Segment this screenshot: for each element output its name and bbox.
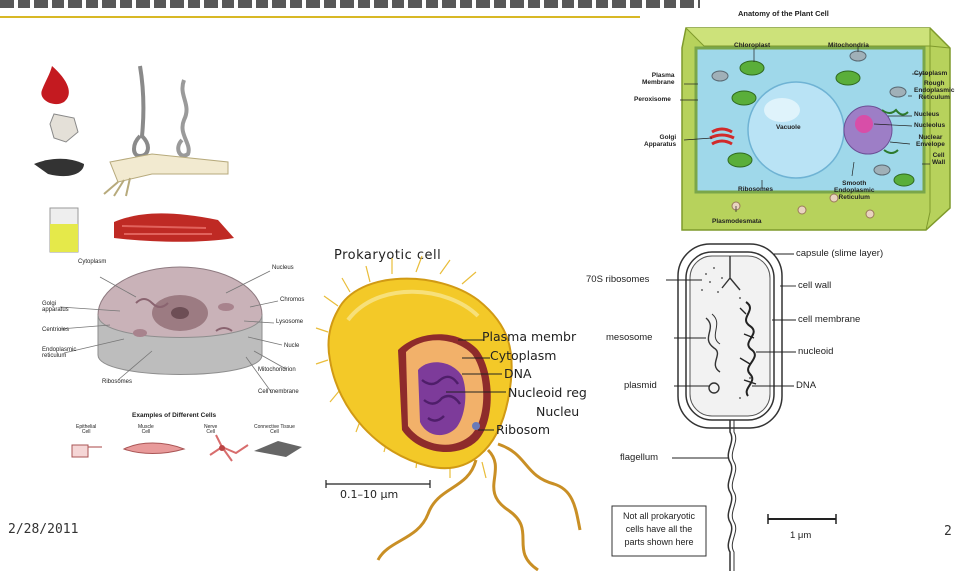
plant-label-cell-wall: Cell Wall	[932, 152, 945, 166]
body-parts-image	[28, 60, 248, 255]
plant-label-plasmodesmata: Plasmodesmata	[712, 218, 762, 225]
plant-label-ribosomes: Ribosomes	[738, 186, 773, 193]
prokaryote-label-ribosome: Ribosom	[496, 422, 550, 437]
plant-label-nucleus: Nucleus	[914, 111, 939, 118]
example-cells-drawings	[40, 255, 325, 470]
plant-label-nucleolus: Nucleolus	[914, 122, 945, 129]
prokaryote-scale-label: 0.1–10 μm	[340, 488, 398, 501]
animal-cell-diagram: Cytoplasm Nucleus Golgi apparatus Centri…	[40, 255, 325, 470]
slide-page-number: 2	[944, 524, 952, 539]
prokaryote-label-nucleus: Nucleu	[536, 404, 579, 419]
plant-label-mitochondria: Mitochondria	[828, 42, 869, 49]
plant-label-nuclear-envelope: Nuclear Envelope	[916, 134, 945, 148]
plant-label-smooth-er: Smooth Endoplasmic Reticulum	[834, 180, 874, 201]
prokaryote-line-diagram: capsule (slime layer) 70S ribosomes cell…	[590, 238, 968, 571]
plant-cell-image	[612, 0, 968, 238]
title-underline	[0, 16, 640, 18]
plant-cell-diagram: Anatomy of the Plant Cell	[612, 0, 968, 238]
line-note: Not all prokaryotic cells have all the p…	[614, 510, 704, 549]
plant-label-chloroplast: Chloroplast	[734, 42, 770, 49]
prokaryote-label-nucleoid: Nucleoid reg	[508, 385, 587, 400]
plant-label-vacuole: Vacuole	[776, 124, 801, 131]
slide-date: 2/28/2011	[8, 522, 78, 537]
plant-label-rough-er: Rough Endoplasmic Reticulum	[914, 80, 954, 101]
line-label-nucleoid: nucleoid	[798, 346, 833, 357]
body-parts-collage	[28, 60, 248, 255]
prokaryote-label-cytoplasm: Cytoplasm	[490, 348, 556, 363]
plant-label-peroxisome: Peroxisome	[634, 96, 671, 103]
line-label-ribosomes: 70S ribosomes	[586, 274, 649, 285]
prokaryote-color-diagram: Prokaryotic cell Plas	[318, 240, 590, 571]
plant-label-plasma-membrane: Plasma Membrane	[642, 72, 675, 86]
line-label-cell-membrane: cell membrane	[798, 314, 860, 325]
prokaryote-label-plasma-membrane: Plasma membr	[482, 329, 576, 344]
line-label-flagellum: flagellum	[620, 452, 658, 463]
prokaryote-label-dna: DNA	[504, 366, 532, 381]
line-label-plasmid: plasmid	[624, 380, 657, 391]
title-residue	[0, 0, 700, 8]
line-scale-label: 1 μm	[790, 530, 811, 541]
line-label-dna: DNA	[796, 380, 816, 391]
plant-label-golgi: Golgi Apparatus	[644, 134, 676, 148]
line-label-mesosome: mesosome	[606, 332, 652, 343]
plant-label-cytoplasm: Cytoplasm	[914, 70, 947, 77]
line-label-cell-wall: cell wall	[798, 280, 831, 291]
line-label-capsule: capsule (slime layer)	[796, 248, 883, 259]
